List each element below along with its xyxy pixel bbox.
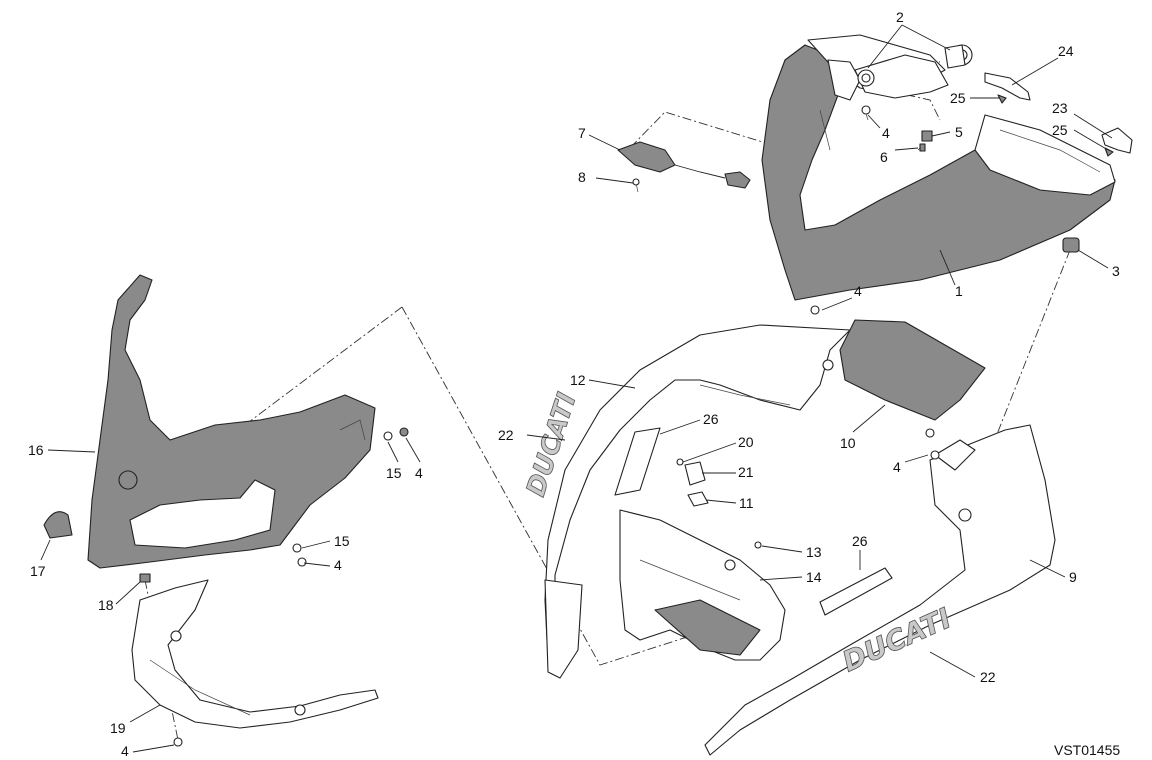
part-grommet xyxy=(1062,237,1080,253)
callout-8: 8 xyxy=(578,169,586,185)
part-strips xyxy=(614,427,893,616)
callout-4-right: 4 xyxy=(893,459,901,475)
callout-6: 6 xyxy=(880,149,888,165)
callout-16: 16 xyxy=(28,442,44,458)
callout-15-lower: 15 xyxy=(334,533,350,549)
callout-4-top: 4 xyxy=(882,125,890,141)
callout-17: 17 xyxy=(30,563,46,579)
callout-11: 11 xyxy=(739,495,754,511)
part-right-lower-fairing xyxy=(704,424,1056,756)
callout-26-upper: 26 xyxy=(703,411,719,427)
drawing-code: VST01455 xyxy=(1054,742,1120,758)
part-small-clips xyxy=(984,72,1133,157)
callout-labels: 1 2 3 4 4 4 4 4 4 5 6 7 8 9 10 11 12 13 … xyxy=(28,9,1120,759)
part-chin-spoiler xyxy=(131,579,379,729)
callout-26-lower: 26 xyxy=(852,533,868,549)
callout-4-bottom: 4 xyxy=(121,743,129,759)
callout-12: 12 xyxy=(570,372,586,388)
part-light-cable xyxy=(617,141,751,193)
part-inner-cover xyxy=(619,509,786,661)
callout-9: 9 xyxy=(1069,569,1077,585)
callout-7: 7 xyxy=(578,125,586,141)
part-left-cowl xyxy=(87,274,376,569)
callout-3: 3 xyxy=(1112,263,1120,279)
part-fittings xyxy=(676,458,762,549)
callout-5: 5 xyxy=(955,124,963,140)
fasteners-top xyxy=(861,105,933,152)
callout-15-upper: 15 xyxy=(386,465,402,481)
callout-24: 24 xyxy=(1058,43,1074,59)
part-mirror-mount xyxy=(854,44,973,99)
part-cap xyxy=(43,511,73,539)
logo-ducati-lower: DUCATI xyxy=(837,601,956,678)
callout-22-right: 22 xyxy=(980,669,996,685)
callout-18: 18 xyxy=(98,597,114,613)
callout-14: 14 xyxy=(806,569,822,585)
part-left-fairing-panel xyxy=(544,324,851,679)
callout-4-left: 4 xyxy=(415,465,423,481)
callout-4-mid: 4 xyxy=(854,283,862,299)
leader-lines xyxy=(40,24,1113,753)
callout-2: 2 xyxy=(896,9,904,25)
callout-19: 19 xyxy=(110,720,126,736)
callout-22-left: 22 xyxy=(498,427,514,443)
callout-4-left-low: 4 xyxy=(334,557,342,573)
callout-13: 13 xyxy=(806,544,822,560)
callout-1: 1 xyxy=(955,283,963,299)
callout-21: 21 xyxy=(738,464,754,480)
callout-10: 10 xyxy=(840,435,856,451)
callout-20: 20 xyxy=(738,434,754,450)
callout-23: 23 xyxy=(1052,100,1068,116)
callout-25-top: 25 xyxy=(950,90,966,106)
fasteners-left xyxy=(139,305,935,747)
callout-25-right: 25 xyxy=(1052,122,1068,138)
part-deflector xyxy=(839,319,986,421)
